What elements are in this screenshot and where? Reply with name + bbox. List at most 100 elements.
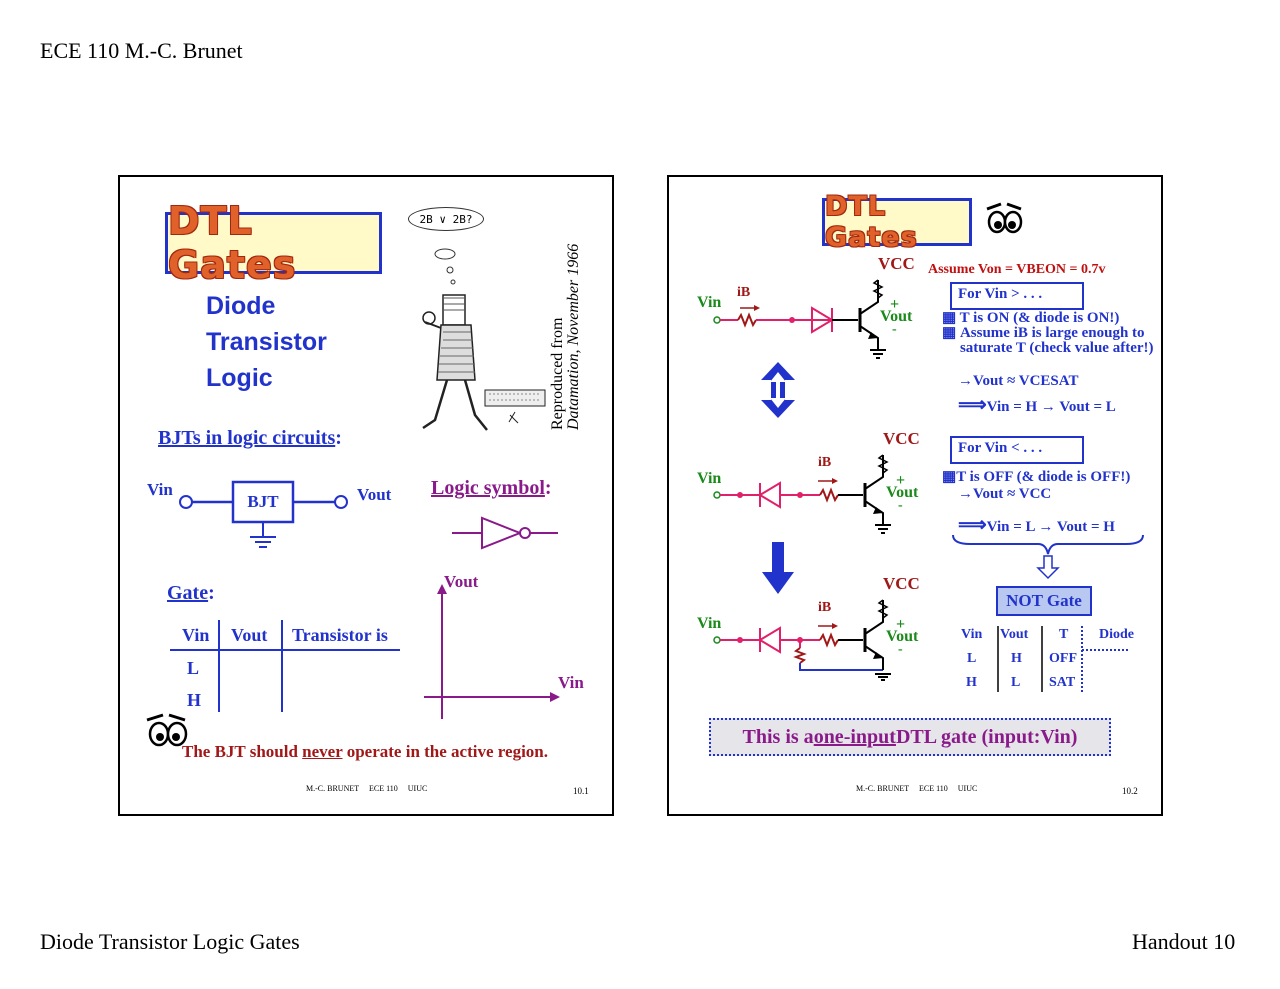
bjt-block-diagram: [179, 480, 348, 548]
slide-10-1: [118, 175, 614, 816]
vcc-label-2: VCC: [883, 429, 920, 448]
not-gate-table-lines: [997, 626, 1130, 692]
ib-label-2: iB: [818, 455, 832, 470]
case1-bullet-2-text: Assume iB is large enough to saturate T …: [959, 325, 1154, 356]
plus-2: +: [896, 472, 906, 489]
slide2-footer: M.-C. BRUNET ECE 110 UIUC: [856, 784, 978, 793]
bjts-heading-text: BJTs in logic circuits: [158, 427, 336, 449]
not-th-diode: Diode: [1099, 627, 1134, 642]
implies-arrow-icon: ⟹: [958, 394, 987, 416]
vout-label-3: Vout: [886, 628, 919, 645]
page-footer-right: Handout 10: [1132, 929, 1236, 954]
credit-line-1: Reproduced from: [549, 317, 566, 430]
ib-label-1: iB: [737, 285, 751, 300]
bjts-heading: BJTs in logic circuits:: [158, 427, 342, 450]
word-logic: Logic: [206, 364, 273, 392]
slide1-page-number: 10.1: [573, 786, 589, 796]
gate-heading-colon: :: [208, 582, 215, 604]
logic-symbol-heading: Logic symbol:: [431, 477, 552, 500]
gate-heading: Gate:: [167, 582, 215, 605]
case1-bullet-2: ▦ Assume iB is large enough to saturate …: [942, 326, 1157, 356]
word-transistor: Transistor: [206, 328, 327, 356]
gate-table-lines: [170, 620, 400, 712]
not-th-t: T: [1059, 627, 1069, 642]
graph-y-label: Vout: [444, 572, 479, 591]
case1-result-text: Vin = H → Vout = L: [986, 399, 1116, 415]
banner-post: DTL gate (input:Vin): [895, 725, 1078, 748]
banner-underlined: one-input: [813, 725, 896, 748]
bjt-warning-post: operate in the active region.: [342, 742, 548, 761]
bjt-warning-never: never: [302, 742, 343, 761]
dtl-circuit-3: [713, 599, 891, 681]
case2-result-text: Vin = L → Vout = H: [986, 519, 1115, 535]
page-footer-left: Diode Transistor Logic Gates: [40, 929, 300, 954]
bjts-heading-colon: :: [335, 427, 342, 449]
graph-x-label: Vin: [558, 673, 584, 692]
not-r2-t: SAT: [1049, 675, 1076, 690]
not-gate-label: NOT Gate: [996, 586, 1092, 616]
block-vout-label: Vout: [357, 485, 392, 504]
slide2-page-number: 10.2: [1122, 786, 1138, 796]
cartoon-thought-bubble: 2B ∨ 2B?: [408, 207, 484, 231]
block-vin-label: Vin: [147, 480, 173, 499]
case1-bullet-1: ▦ T is ON (& diode is ON!): [942, 311, 1157, 326]
transfer-graph-axes: [424, 584, 560, 719]
hamlet-cartoon-illustration: [422, 248, 546, 431]
credit-line-2: Datamation, November 1966: [565, 243, 582, 430]
page-header: ECE 110 M.-C. Brunet: [40, 38, 243, 63]
case1-box: For Vin > . . .: [950, 282, 1084, 310]
not-r2-vin: H: [966, 675, 977, 690]
vin-label-2: Vin: [697, 470, 722, 487]
dtl-circuit-1: [713, 279, 886, 359]
gate-th-vout: Vout: [231, 625, 268, 645]
assume-von: Assume Von = VBEON = 0.7v: [928, 262, 1106, 277]
bjt-warning: The BJT should never operate in the acti…: [182, 742, 548, 762]
case2-bullet-1: ▦T is OFF (& diode is OFF!): [942, 467, 1130, 486]
slide1-footer: M.-C. BRUNET ECE 110 UIUC: [306, 784, 428, 793]
minus-2: -: [898, 498, 903, 513]
double-arrow-icon: [761, 362, 795, 418]
plus-1: +: [890, 296, 900, 313]
square-bullet-icon: ▦: [942, 325, 957, 341]
gate-row-l: L: [187, 658, 200, 678]
ib-label-3: iB: [818, 600, 832, 615]
case2-arrow-line: →Vout ≈ VCC: [958, 486, 1052, 502]
slide2-title: DTL Gates: [822, 191, 972, 253]
vin-label-3: Vin: [697, 615, 722, 632]
not-th-vout: Vout: [1000, 627, 1029, 642]
vcc-label-1: VCC: [878, 254, 915, 273]
gate-th-transistor: Transistor is: [292, 625, 388, 645]
case1-arrow-line: →Vout ≈ VCESAT: [958, 373, 1079, 389]
not-th-vin: Vin: [961, 627, 983, 642]
square-bullet-icon: ▦: [942, 310, 957, 326]
vcc-label-3: VCC: [883, 574, 920, 593]
case2-box: For Vin < . . .: [950, 436, 1084, 464]
plus-3: +: [896, 616, 906, 633]
not-r1-t: OFF: [1049, 651, 1077, 666]
eyes-icon: [986, 202, 1023, 234]
brace-arrow: [952, 534, 1144, 580]
gate-heading-text: Gate: [167, 582, 209, 604]
case2-result: ⟹Vin = L → Vout = H: [958, 512, 1115, 537]
one-input-banner: This is a one-input DTL gate (input:Vin): [709, 718, 1111, 756]
bjt-box-label: BJT: [247, 492, 279, 511]
logic-symbol-colon: :: [544, 477, 552, 499]
case1-result: ⟹Vin = H → Vout = L: [958, 392, 1116, 417]
implies-arrow-icon: ⟹: [958, 514, 987, 536]
case2-bullet-1-text: T is OFF (& diode is OFF!): [956, 469, 1131, 485]
case1-bullets: ▦ T is ON (& diode is ON!) ▦ Assume iB i…: [942, 311, 1157, 356]
banner-pre: This is a: [742, 725, 814, 748]
dtl-circuit-2: [713, 454, 891, 534]
minus-1: -: [892, 322, 897, 337]
minus-3: -: [898, 642, 903, 657]
word-diode: Diode: [206, 292, 276, 320]
down-arrow-icon: [762, 542, 794, 594]
not-r1-vin: L: [967, 651, 977, 666]
bjt-warning-pre: The BJT should: [182, 742, 303, 761]
gate-th-vin: Vin: [182, 625, 210, 645]
not-r1-vout: H: [1011, 651, 1022, 666]
gate-row-h: H: [187, 690, 202, 710]
vin-label-1: Vin: [697, 294, 722, 311]
logic-symbol-text: Logic symbol: [431, 477, 545, 499]
square-bullet-icon: ▦: [942, 469, 957, 485]
